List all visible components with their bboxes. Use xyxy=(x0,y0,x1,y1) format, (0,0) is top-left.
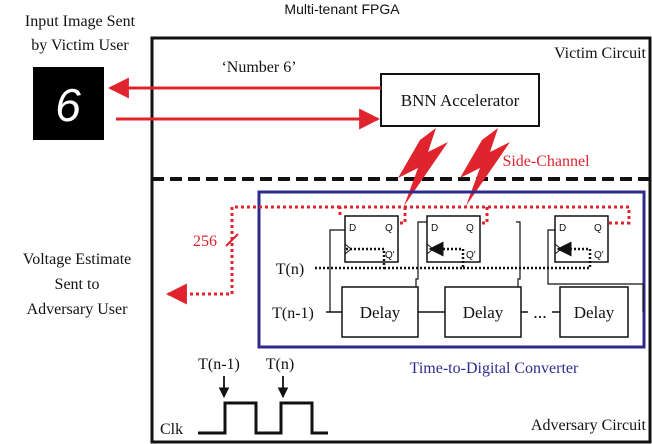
lightning-bolt-1 xyxy=(398,128,448,206)
svg-text:D: D xyxy=(559,223,566,234)
flip-flop-3: D Q Q' xyxy=(554,215,609,263)
bus-to-adversary xyxy=(165,205,340,305)
input-label-line1: Input Image Sent xyxy=(25,13,136,30)
svg-text:Q: Q xyxy=(466,223,474,234)
digit-glyph: 6 xyxy=(55,79,81,131)
d-wire-3 xyxy=(547,229,644,312)
svg-text:Q: Q xyxy=(594,223,602,234)
d-wire-from-delay2 xyxy=(516,221,521,287)
output-label: ‘Number 6’ xyxy=(221,59,296,76)
tn-line-2 xyxy=(384,241,465,270)
lightning-bolt-2 xyxy=(460,128,510,206)
chain-ellipsis: ... xyxy=(533,302,547,322)
svg-text:D: D xyxy=(349,223,356,234)
bnn-accelerator-label: BNN Accelerator xyxy=(401,91,520,110)
delay-box-3: Delay xyxy=(559,286,629,338)
svg-text:Delay: Delay xyxy=(360,303,401,322)
clk-label: Clk xyxy=(160,421,183,438)
fpga-title: Multi-tenant FPGA xyxy=(284,1,400,17)
svg-text:Q': Q' xyxy=(594,250,604,261)
voltage-label-line3: Adversary User xyxy=(27,301,129,318)
flip-flop-1: D Q Q' xyxy=(344,215,399,263)
svg-text:D: D xyxy=(431,223,438,234)
tn1-label: T(n-1) xyxy=(272,305,314,322)
readout-bus xyxy=(338,205,631,225)
bus-width-slash xyxy=(225,233,239,247)
fpga-outer-box xyxy=(150,36,652,444)
d-wire-0 xyxy=(329,229,345,312)
adversary-circuit-label: Adversary Circuit xyxy=(531,417,647,434)
clk-tn-label: T(n) xyxy=(266,356,294,373)
svg-text:Q': Q' xyxy=(385,250,395,261)
clk-tn1-label: T(n-1) xyxy=(198,356,240,373)
bnn-accelerator-box xyxy=(380,73,540,127)
tdc-label: Time-to-Digital Converter xyxy=(410,360,579,377)
victim-circuit-label: Victim Circuit xyxy=(554,45,646,62)
svg-text:Q': Q' xyxy=(466,250,476,261)
delay-box-2: Delay xyxy=(444,286,522,338)
tn-label: T(n) xyxy=(276,261,304,278)
side-channel-label: Side-Channel xyxy=(502,153,590,170)
d-wire-from-delay1 xyxy=(415,221,427,287)
svg-text:Delay: Delay xyxy=(463,303,504,322)
voltage-label-line2: Sent to xyxy=(55,276,100,293)
voltage-label-line1: Voltage Estimate xyxy=(23,251,132,268)
clk-waveform xyxy=(198,401,328,435)
input-label-line2: by Victim User xyxy=(31,37,129,54)
svg-text:Delay: Delay xyxy=(574,303,615,322)
tdc-box xyxy=(257,190,646,349)
readout-bus-ff1 xyxy=(398,207,407,225)
tn-line-3 xyxy=(463,241,592,270)
flip-flop-2: D Q Q' xyxy=(426,215,481,263)
svg-text:Q: Q xyxy=(385,223,393,234)
delay-box-1: Delay xyxy=(341,286,419,338)
bus-width-label: 256 xyxy=(193,233,217,250)
digit-image xyxy=(33,67,104,140)
